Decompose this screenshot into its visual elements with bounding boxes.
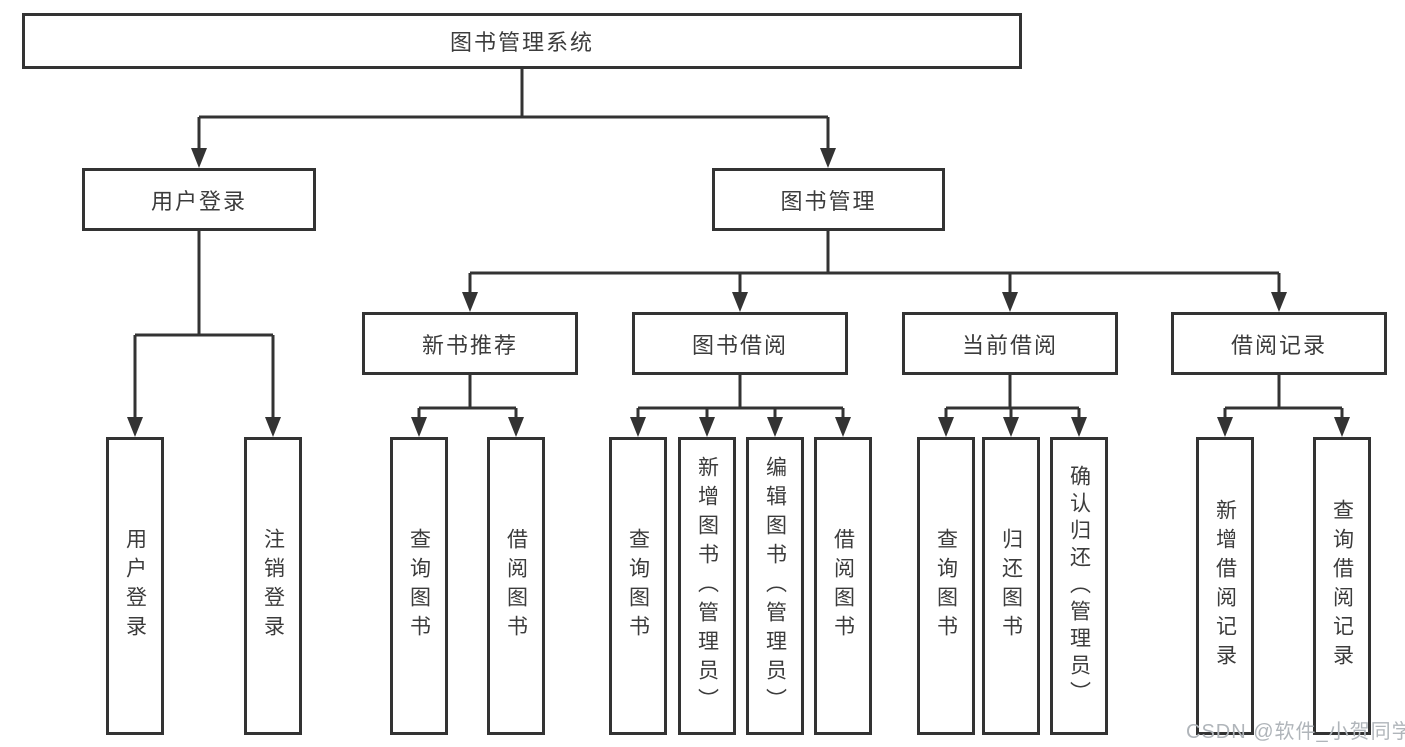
leaf-current-query-books-label: 查询图书	[934, 528, 958, 644]
node-book-borrow: 图书借阅	[632, 312, 848, 375]
leaf-user-login-label: 用户登录	[123, 528, 147, 644]
leaf-current-return-books-label: 归还图书	[999, 528, 1023, 644]
node-book-borrow-label: 图书借阅	[691, 332, 788, 358]
node-user-login: 用户登录	[82, 168, 316, 231]
leaf-records-add-record: 新增借阅记录	[1196, 437, 1254, 735]
node-borrow-records-label: 借阅记录	[1230, 332, 1327, 358]
leaf-recommend-query-books: 查询图书	[390, 437, 448, 735]
leaf-borrow-add-books-admin: 新增图书（管理员）	[678, 437, 736, 735]
leaf-borrow-query-books-label: 查询图书	[626, 528, 650, 644]
leaf-recommend-borrow-books-label: 借阅图书	[504, 528, 528, 644]
node-user-login-label: 用户登录	[150, 188, 247, 214]
leaf-borrow-borrow-books: 借阅图书	[814, 437, 872, 735]
leaf-borrow-borrow-books-label: 借阅图书	[831, 528, 855, 644]
node-library-system-label: 图书管理系统	[449, 30, 594, 55]
tree-edges	[133, 69, 1344, 421]
node-book-management: 图书管理	[712, 168, 945, 231]
leaf-records-query-record-label: 查询借阅记录	[1330, 499, 1354, 673]
node-borrow-records: 借阅记录	[1171, 312, 1387, 375]
leaf-current-query-books: 查询图书	[917, 437, 975, 735]
leaf-records-add-record-label: 新增借阅记录	[1213, 499, 1237, 673]
node-book-management-label: 图书管理	[780, 188, 877, 214]
leaf-logout-login: 注销登录	[244, 437, 302, 735]
node-new-book-recommend-label: 新书推荐	[421, 332, 518, 358]
node-current-borrow-label: 当前借阅	[961, 332, 1058, 358]
leaf-user-login: 用户登录	[106, 437, 164, 735]
node-current-borrow: 当前借阅	[902, 312, 1118, 375]
node-new-book-recommend: 新书推荐	[362, 312, 578, 375]
leaf-current-confirm-return-admin: 确认归还（管理员）	[1050, 437, 1108, 735]
arrowheads	[127, 148, 1350, 437]
leaf-current-return-books: 归还图书	[982, 437, 1040, 735]
leaf-records-query-record: 查询借阅记录	[1313, 437, 1371, 735]
leaf-recommend-borrow-books: 借阅图书	[487, 437, 545, 735]
leaf-current-confirm-return-admin-label: 确认归还（管理员）	[1067, 464, 1091, 708]
node-library-system: 图书管理系统	[22, 13, 1022, 69]
leaf-borrow-query-books: 查询图书	[609, 437, 667, 735]
leaf-borrow-edit-books-admin: 编辑图书（管理员）	[746, 437, 804, 735]
watermark: CSDN @软件_小贺同学	[1186, 721, 1405, 743]
leaf-recommend-query-books-label: 查询图书	[407, 528, 431, 644]
leaf-borrow-add-books-admin-label: 新增图书（管理员）	[695, 455, 719, 717]
leaf-borrow-edit-books-admin-label: 编辑图书（管理员）	[763, 455, 787, 717]
leaf-logout-login-label: 注销登录	[261, 528, 285, 644]
